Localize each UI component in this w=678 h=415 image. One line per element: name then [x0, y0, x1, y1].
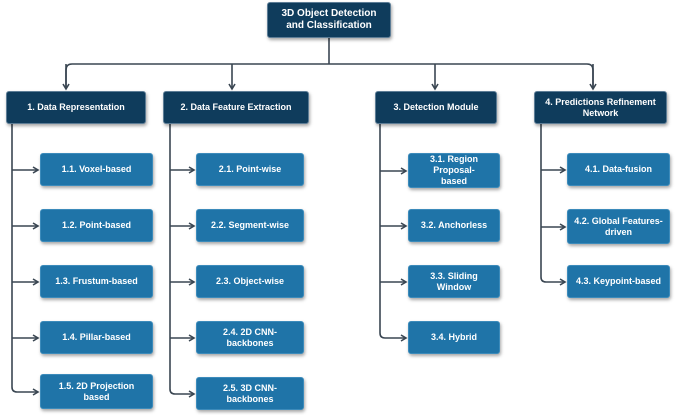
item-2d-projection-based: 1.5. 2D Projection based [40, 374, 153, 409]
item-pillar-based: 1.4. Pillar-based [40, 321, 153, 354]
item-object-wise: 2.3. Object-wise [196, 265, 304, 298]
arrow-category-1-item-5 [11, 386, 40, 396]
root-node: 3D Object Detection and Classification [267, 2, 391, 38]
item-anchorless: 3.2. Anchorless [408, 209, 500, 242]
item-2d-cnn-backbones: 2.4. 2D CNN-backbones [196, 321, 304, 354]
item-point-based: 1.2. Point-based [40, 209, 153, 242]
arrow-category-4-item-3 [540, 276, 567, 286]
item-point-wise: 2.1. Point-wise [196, 153, 304, 186]
category-data-representation: 1. Data Representation [6, 91, 146, 124]
item-global-features-driven: 4.2. Global Features- driven [567, 209, 670, 244]
item-segment-wise: 2.2. Segment-wise [196, 209, 304, 242]
item-keypoint-based: 4.3. Keypoint-based [567, 265, 670, 298]
item-data-fusion: 4.1. Data-fusion [567, 153, 670, 186]
category-data-feature-extraction: 2. Data Feature Extraction [163, 91, 309, 124]
item-region-proposal-based: 3.1. Region Proposal- based [408, 153, 500, 188]
item-sliding-window: 3.3. Sliding Window [408, 265, 500, 298]
arrow-category-3-item-4 [379, 332, 408, 342]
arrow-category-2-item-5 [169, 388, 196, 398]
category-bus-line [65, 63, 594, 89]
category-predictions-refinement-network: 4. Predictions Refinement Network [534, 91, 667, 124]
item-voxel-based: 1.1. Voxel-based [40, 153, 153, 186]
item-3d-cnn-backbones: 2.5. 3D CNN-backbones [196, 377, 304, 410]
item-frustum-based: 1.3. Frustum-based [40, 265, 153, 298]
item-hybrid: 3.4. Hybrid [408, 321, 500, 354]
category-detection-module: 3. Detection Module [375, 91, 497, 124]
